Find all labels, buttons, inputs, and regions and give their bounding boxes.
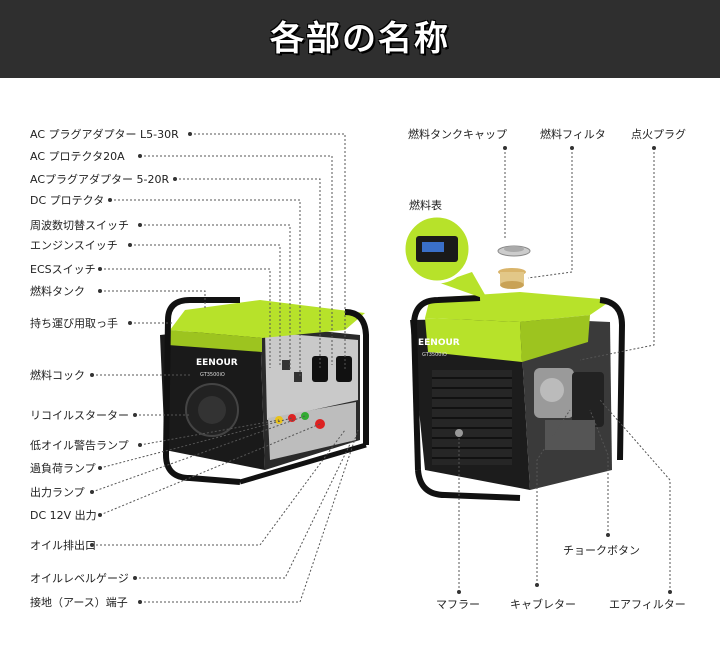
- page-title: 各部の名称: [270, 19, 450, 59]
- label-engine-switch: エンジンスイッチ: [30, 239, 118, 252]
- label-choke-button: チョークボタン: [563, 544, 640, 557]
- label-spark-plug: 点火プラグ: [631, 128, 686, 141]
- label-carry-handle: 持ち運び用取っ手: [30, 317, 118, 330]
- generator-front-view: EENOUR GT3500iO: [160, 297, 369, 485]
- label-ground-terminal: 接地（アース）端子: [30, 596, 128, 609]
- label-ac-adapter-l5-30r: AC プラグアダプター L5-30R: [30, 128, 179, 141]
- label-frequency-switch: 周波数切替スイッチ: [30, 219, 129, 232]
- fuel-gauge-callout: [402, 214, 488, 300]
- label-muffler: マフラー: [436, 598, 480, 611]
- label-ac-protector-20a: AC プロテクタ20A: [30, 150, 125, 163]
- model-name-left: GT3500iO: [200, 372, 225, 378]
- label-ac-adapter-5-20r: ACプラグアダプター 5-20R: [30, 173, 170, 186]
- brand-name-left: EENOUR: [196, 358, 238, 368]
- fuel-filter-part: [498, 268, 526, 289]
- label-low-oil-lamp: 低オイル警告ランプ: [30, 439, 129, 452]
- label-carburetor: キャブレター: [510, 598, 576, 611]
- label-ecs-switch: ECSスイッチ: [30, 263, 96, 276]
- header-bar: [0, 0, 720, 78]
- label-fuel-filter: 燃料フィルタ: [540, 128, 606, 141]
- label-fuel-cock: 燃料コック: [30, 369, 85, 382]
- label-air-filter: エアフィルター: [609, 598, 686, 611]
- label-dc-protector: DC プロテクタ: [30, 194, 105, 207]
- label-fuel-cap: 燃料タンクキャップ: [408, 128, 507, 141]
- model-name-right: GT3500iO: [422, 352, 447, 358]
- label-dc-12v-output: DC 12V 出力: [30, 509, 97, 522]
- label-oil-level-gauge: オイルレベルゲージ: [30, 572, 129, 585]
- label-oil-drain: オイル排出口: [30, 539, 96, 552]
- label-output-lamp: 出力ランプ: [30, 486, 85, 499]
- fuel-cap-part: [497, 245, 531, 257]
- label-fuel-tank: 燃料タンク: [30, 285, 85, 298]
- label-fuel-gauge: 燃料表: [409, 199, 442, 212]
- label-recoil-starter: リコイルスターター: [30, 409, 129, 422]
- brand-name-right: EENOUR: [418, 338, 460, 348]
- label-overload-lamp: 過負荷ランプ: [30, 462, 96, 475]
- generator-rear-view: EENOUR GT3500iO: [410, 292, 626, 501]
